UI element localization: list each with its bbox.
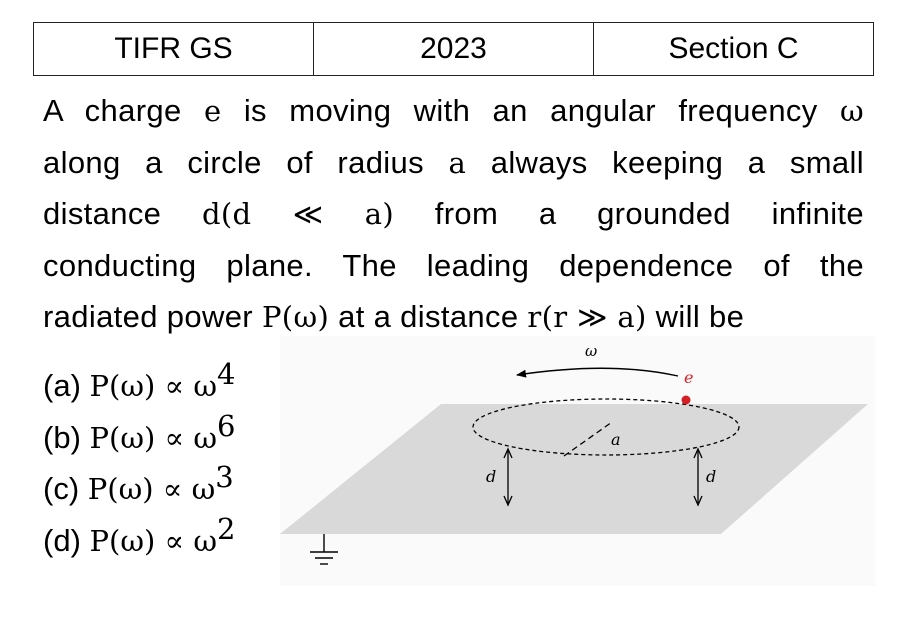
option-d[interactable]: (d) P(ω) ∝ ω2 [43, 511, 236, 567]
charge-plane-figure: a ω e d d [280, 336, 875, 586]
omega-arrow [516, 367, 679, 378]
distance-arrow-right-down [693, 495, 703, 507]
ground-icon [310, 534, 338, 565]
header-table: TIFR GS 2023 Section C [33, 22, 874, 76]
charge-orbit [472, 398, 740, 456]
option-exponent: 6 [217, 408, 236, 443]
text-segment: will be [646, 299, 745, 334]
option-expression: P(ω) ∝ ω [89, 420, 218, 455]
distance-arrow-left-down [503, 495, 513, 507]
text-segment: along a circle of radius [43, 144, 449, 180]
question-line-4: conducting plane. The leading dependence… [43, 240, 864, 292]
option-c[interactable]: (c) P(ω) ∝ ω3 [43, 463, 235, 515]
option-expression: P(ω) ∝ ω [87, 472, 216, 506]
distance-r-condition: r(r ≫ a) [527, 300, 647, 334]
distance-label-left: d [486, 467, 496, 486]
header-row: TIFR GS 2023 Section C [33, 22, 874, 76]
text-segment: at a distance [329, 299, 528, 334]
radius-symbol: a [448, 145, 467, 180]
header-exam: TIFR GS [33, 22, 314, 76]
option-label: (c) [43, 471, 88, 506]
text-segment: distance [43, 196, 202, 231]
distance-arrow-right-up [693, 447, 703, 459]
distance-condition: d(d ≪ a) [201, 197, 395, 231]
option-expression: P(ω) ∝ ω [89, 523, 218, 558]
question-line-3: distance d(d ≪ a) from a grounded infini… [43, 188, 864, 240]
header-section: Section C [593, 22, 874, 76]
option-label: (d) [43, 522, 90, 558]
option-a[interactable]: (a) P(ω) ∝ ω4 [43, 360, 235, 412]
option-b[interactable]: (b) P(ω) ∝ ω6 [43, 408, 236, 464]
option-label: (b) [43, 419, 90, 455]
text-segment: from a grounded infinite [394, 196, 864, 231]
power-symbol: P(ω) [261, 300, 330, 334]
answer-options: (a) P(ω) ∝ ω4 (b) P(ω) ∝ ω6 (c) P(ω) ∝ ω… [43, 360, 235, 566]
option-expression: P(ω) ∝ ω [89, 369, 218, 403]
distance-arrow-left-up [503, 447, 513, 459]
charge-symbol: e [203, 94, 222, 128]
option-label: (a) [43, 368, 90, 403]
text-segment: radiated power [43, 299, 262, 334]
omega-label: ω [585, 342, 597, 360]
charge-label: e [684, 368, 693, 387]
option-exponent: 2 [217, 511, 236, 546]
text-segment: is moving with an angular frequency [221, 93, 840, 128]
header-year: 2023 [313, 22, 594, 76]
radius-label: a [611, 430, 621, 449]
question-line-2: along a circle of radius a always keepin… [43, 137, 864, 189]
question-line-1: A charge e is moving with an angular fre… [43, 85, 864, 137]
conducting-plane [280, 404, 868, 534]
text-segment: always keeping a small [466, 144, 864, 180]
omega-symbol: ω [839, 94, 864, 128]
charge-dot [681, 395, 691, 405]
question-line-5: radiated power P(ω) at a distance r(r ≫ … [43, 291, 864, 343]
option-exponent: 3 [215, 460, 234, 494]
option-exponent: 4 [217, 357, 236, 391]
text-segment: conducting plane. The leading dependence… [43, 247, 864, 283]
text-segment: A charge [43, 93, 204, 128]
question-text: A charge e is moving with an angular fre… [43, 85, 864, 343]
distance-label-right: d [706, 467, 716, 486]
